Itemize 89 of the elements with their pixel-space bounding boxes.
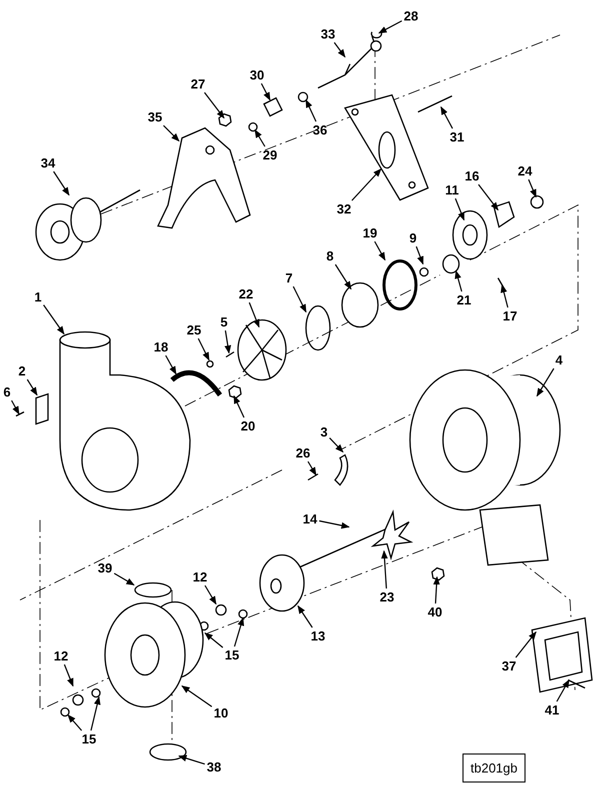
leader-line (234, 617, 244, 647)
leader-line (381, 550, 388, 589)
leader-line (64, 664, 74, 687)
leader-line (334, 264, 352, 290)
callout-number: 11 (445, 182, 459, 198)
callout-number: 29 (262, 148, 278, 162)
leader-line (536, 368, 554, 397)
callout-number: 28 (404, 8, 418, 24)
leader-line (204, 585, 217, 605)
callout-number: 23 (380, 590, 394, 604)
leader-line (204, 632, 224, 648)
leader-line (260, 83, 271, 101)
leader-line (319, 520, 350, 529)
callout-number: 24 (518, 164, 532, 178)
callout-number: 25 (186, 322, 202, 338)
leader-line (515, 631, 537, 658)
callout-number: 22 (238, 286, 254, 302)
callout-number: 38 (206, 760, 222, 774)
leader-line (233, 395, 245, 418)
leader-line (26, 379, 38, 396)
leader-line (43, 304, 64, 335)
leader-line (181, 686, 212, 708)
callout-number: 6 (3, 384, 11, 400)
leader-line (307, 461, 317, 476)
leader-line (165, 355, 177, 375)
callout-number: 39 (98, 560, 112, 576)
callout-number: 12 (192, 570, 208, 584)
callout-number: 9 (409, 230, 417, 246)
leader-line (11, 400, 20, 415)
leader-line (163, 125, 180, 142)
callout-number: 32 (336, 202, 352, 216)
callout-number: 19 (362, 226, 378, 240)
callout-number: 31 (450, 130, 464, 144)
leader-line (67, 714, 82, 731)
leader-line (556, 679, 570, 702)
leader-line (204, 92, 224, 119)
callout-number: 34 (40, 156, 56, 170)
leader-line (178, 755, 205, 765)
leader-line (334, 42, 346, 58)
leader-line (416, 246, 424, 265)
callout-number: 27 (190, 76, 206, 92)
callout-number: 1 (34, 290, 42, 304)
callout-number: 7 (285, 270, 293, 286)
callout-number: 36 (312, 122, 328, 138)
leader-line (298, 605, 313, 628)
leader-line (440, 106, 454, 129)
callout-number: 40 (428, 604, 442, 620)
leader-line (53, 171, 70, 196)
callout-number: 17 (502, 308, 518, 324)
leader-line (478, 184, 498, 211)
leader-line (198, 338, 210, 361)
callout-number: 12 (54, 648, 68, 664)
callout-number: 15 (224, 648, 240, 662)
callout-number: 2 (18, 364, 26, 378)
callout-number: 15 (82, 732, 96, 746)
leader-line (454, 198, 465, 221)
callout-number: 8 (326, 248, 334, 264)
callout-number: 30 (250, 68, 264, 82)
callout-number: 4 (555, 352, 563, 368)
leader-line (528, 179, 537, 198)
leader-line (378, 20, 402, 34)
callout-number: 41 (544, 702, 560, 718)
leader-line (90, 696, 100, 731)
callout-number: 13 (310, 628, 326, 644)
leader-line (351, 168, 382, 201)
callout-number: 20 (240, 418, 256, 434)
callout-number: 26 (296, 446, 310, 460)
callout-number: 5 (220, 314, 228, 330)
callout-number: 35 (148, 110, 162, 124)
leader-line (292, 286, 307, 313)
leader-line (248, 302, 260, 328)
callout-number: 3 (320, 424, 328, 440)
leader-line (433, 576, 440, 604)
leader-line (500, 284, 508, 308)
leader-line (114, 572, 135, 586)
callout-number: 33 (320, 26, 336, 42)
callout-number: 21 (456, 292, 472, 308)
callout-number: 14 (302, 512, 318, 526)
leader-line (454, 270, 462, 292)
leader-line (305, 99, 317, 122)
callout-number: 16 (464, 168, 480, 184)
leader-line (374, 241, 386, 261)
leader-line (224, 330, 232, 354)
leader-line (329, 437, 344, 453)
callout-number: 10 (214, 706, 228, 720)
callout-number: 18 (154, 340, 168, 354)
callout-number: 37 (502, 658, 516, 674)
drawing-number-box: tb201gb (462, 754, 526, 782)
leader-line (254, 129, 266, 147)
